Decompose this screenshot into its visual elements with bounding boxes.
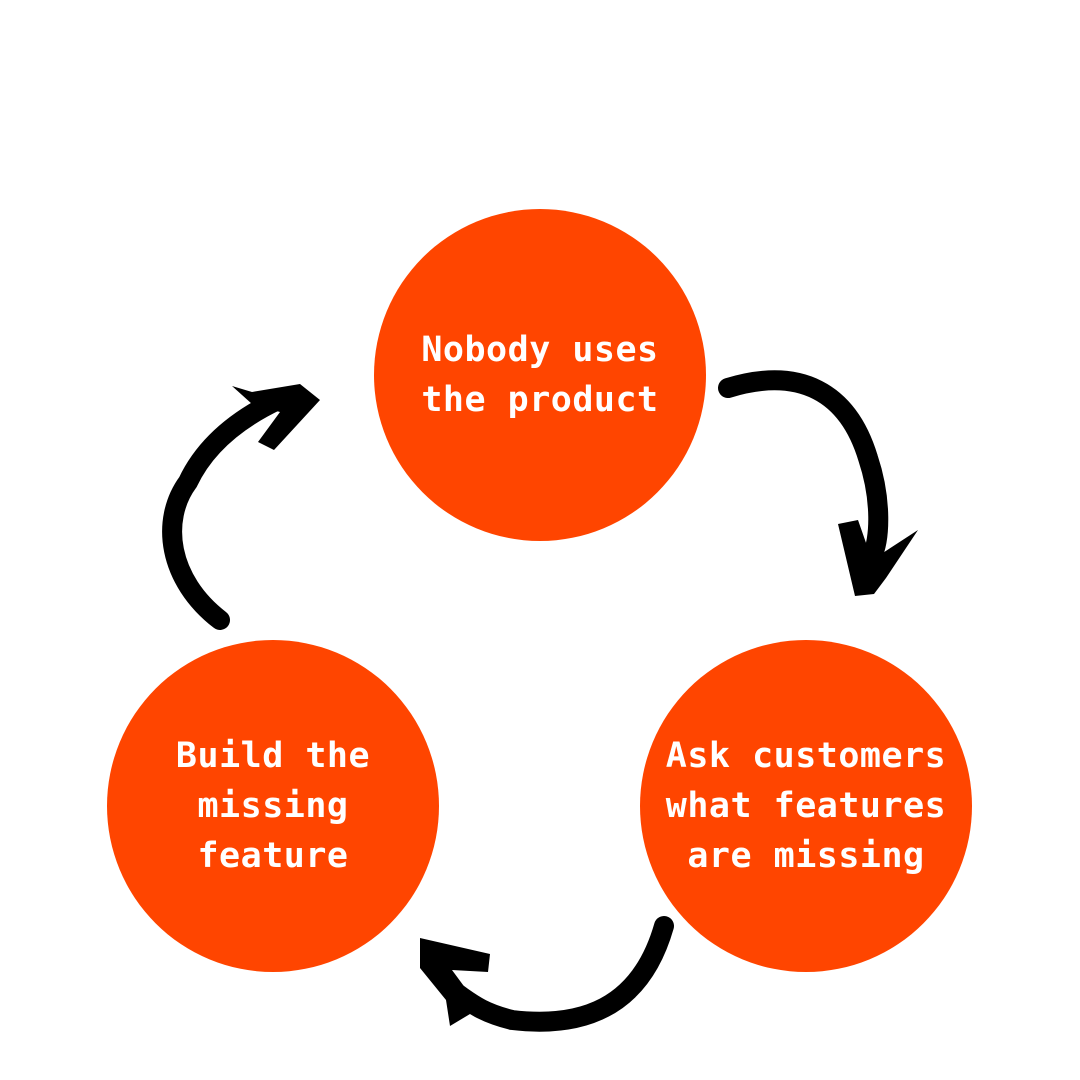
arrow-right-to-left-head bbox=[420, 938, 490, 1026]
arrow-left-to-top bbox=[162, 384, 320, 630]
cycle-node-label: Ask customers what features are missing bbox=[665, 736, 947, 876]
cycle-node-nobody-uses: Nobody uses the product bbox=[374, 209, 706, 541]
arrow-top-to-right-shaft bbox=[718, 370, 889, 566]
arrow-left-to-top-head bbox=[232, 384, 320, 450]
arrow-top-to-right-head bbox=[838, 520, 918, 596]
cycle-node-label: Build the missing feature bbox=[175, 736, 371, 876]
arrow-right-to-left-shaft bbox=[445, 916, 674, 1032]
cycle-node-build-feature: Build the missing feature bbox=[107, 640, 439, 972]
arrow-right-to-left bbox=[420, 916, 674, 1032]
cycle-node-label: Nobody uses the product bbox=[421, 330, 659, 420]
arrow-top-to-right bbox=[718, 370, 918, 596]
arrow-left-to-top-shaft bbox=[162, 390, 288, 630]
cycle-node-ask-customers: Ask customers what features are missing bbox=[640, 640, 972, 972]
